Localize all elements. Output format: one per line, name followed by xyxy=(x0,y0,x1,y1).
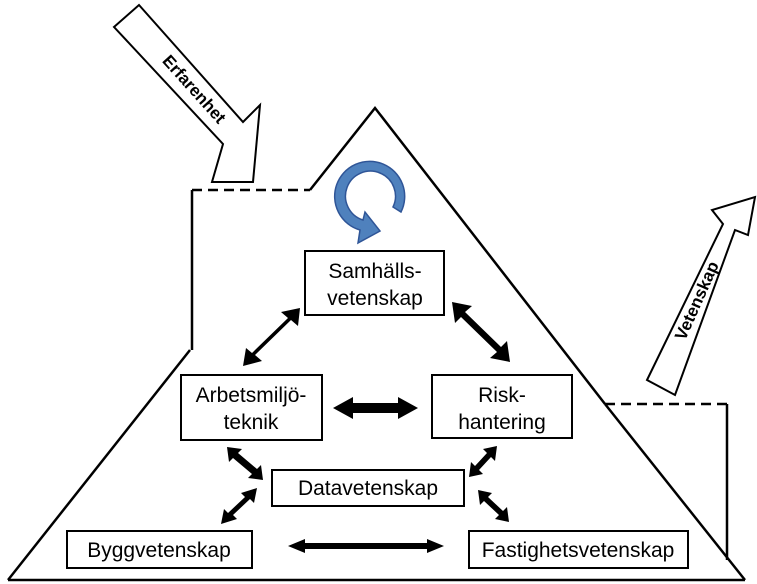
cycle-icon xyxy=(333,160,406,245)
node-risk-management: Risk- hantering xyxy=(431,374,573,439)
node-real-estate-science: Fastighetsvetenskap xyxy=(468,530,689,569)
arrow-work-data xyxy=(227,447,263,480)
node-box xyxy=(66,530,253,569)
connector-arrows xyxy=(221,302,510,553)
node-box xyxy=(180,374,323,441)
arrow-data-building xyxy=(221,488,257,524)
experience-arrow: Erfarenhet xyxy=(112,3,262,183)
node-label-line2: vetenskap xyxy=(327,287,423,310)
outline-right-slope xyxy=(604,403,746,581)
node-box xyxy=(304,250,445,316)
outline-triangle xyxy=(7,349,191,581)
node-computer-science: Datavetenskap xyxy=(271,469,465,507)
node-box xyxy=(431,374,573,439)
node-label-line2: hantering xyxy=(458,411,546,434)
node-label-line1: Risk- xyxy=(478,384,526,407)
diagram-outline xyxy=(7,105,746,582)
science-arrow-shape xyxy=(645,195,757,397)
arrow-data-realestate xyxy=(478,490,509,522)
node-label-line1: Arbetsmiljö- xyxy=(196,384,307,407)
experience-arrow-shape xyxy=(112,3,262,183)
node-label: Datavetenskap xyxy=(298,477,438,500)
arrow-building-realestate xyxy=(288,539,444,553)
node-label-line1: Samhälls- xyxy=(328,260,421,283)
arrow-risk-data xyxy=(469,446,497,477)
node-label: Fastighetsvetenskap xyxy=(482,539,675,562)
node-box xyxy=(271,469,465,507)
cycle-icon-ring xyxy=(333,160,406,245)
outline-peak xyxy=(309,105,606,405)
experience-arrow-label: Erfarenhet xyxy=(159,51,230,127)
node-social-science: Samhälls- vetenskap xyxy=(304,250,445,316)
node-work-environment: Arbetsmiljö- teknik xyxy=(180,374,323,441)
science-arrow: Vetenskap xyxy=(645,195,757,397)
arrow-social-work xyxy=(243,308,300,366)
node-building-science: Byggvetenskap xyxy=(66,530,253,569)
arrow-social-risk xyxy=(452,302,510,362)
node-label-line2: teknik xyxy=(224,411,279,434)
node-label: Byggvetenskap xyxy=(87,539,231,562)
node-box xyxy=(468,530,689,569)
arrow-work-risk xyxy=(333,397,418,419)
